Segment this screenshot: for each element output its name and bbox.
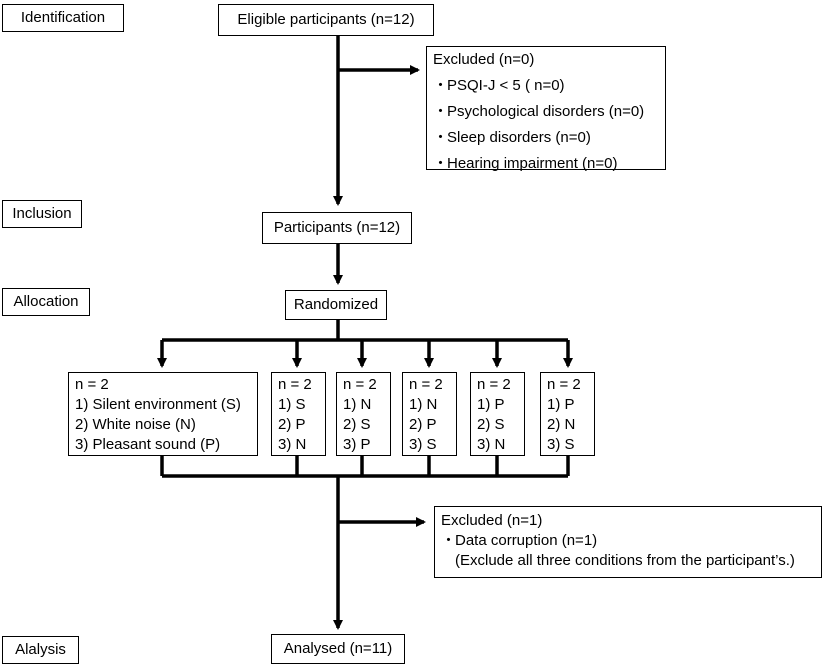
group-order-line: 2) P: [409, 416, 437, 433]
group-order-line: 2) White noise (N): [75, 416, 196, 433]
group-order-line: 3) S: [409, 436, 437, 453]
participants-box: Participants (n=12): [262, 212, 412, 244]
group-order-line: 1) N: [409, 396, 438, 413]
excluded-second-box: Excluded (n=1) ・Data corruption (n=1) (E…: [434, 506, 822, 578]
excluded-second-item-text: Data corruption (n=1): [455, 532, 598, 549]
excluded-first-item: ・Hearing impairment (n=0): [433, 151, 659, 177]
excluded-second-note: (Exclude all three conditions from the p…: [455, 552, 795, 569]
excluded-first-item: ・PSQI-J < 5 ( n=0): [433, 73, 659, 99]
group-order-line: 3) P: [343, 436, 371, 453]
group-order-line: 1) P: [547, 396, 575, 413]
stage-allocation: Allocation: [2, 288, 90, 316]
allocation-group-4: n = 2 1) N 2) P 3) S: [402, 372, 457, 456]
excluded-second-item: ・Data corruption (n=1): [441, 531, 815, 551]
group-order-line: 1) Silent environment (S): [75, 396, 241, 413]
group-n: n = 2: [75, 376, 109, 393]
analysed-label: Analysed (n=11): [283, 640, 393, 657]
bullet-icon: ・: [433, 129, 449, 146]
group-n: n = 2: [343, 376, 377, 393]
stage-analysis: Alalysis: [2, 636, 79, 664]
group-order-line: 2) N: [547, 416, 576, 433]
group-order-line: 3) S: [547, 436, 575, 453]
stage-allocation-label: Allocation: [13, 293, 79, 310]
allocation-group-5: n = 2 1) P 2) S 3) N: [470, 372, 525, 456]
excluded-first-item: ・Sleep disorders (n=0): [433, 125, 659, 151]
group-order-line: 3) Pleasant sound (P): [75, 436, 221, 453]
group-n: n = 2: [409, 376, 443, 393]
eligible-participants-label: Eligible participants (n=12): [237, 11, 415, 28]
participants-label: Participants (n=12): [273, 219, 401, 236]
group-order-line: 2) S: [343, 416, 371, 433]
group-order-line: 1) N: [343, 396, 372, 413]
group-order-line: 2) S: [477, 416, 505, 433]
excluded-first-box: Excluded (n=0) ・PSQI-J < 5 ( n=0) ・Psych…: [426, 46, 666, 172]
allocation-group-2: n = 2 1) S 2) P 3) N: [271, 372, 326, 456]
group-order-line: 2) P: [278, 416, 306, 433]
excluded-first-item-text: Sleep disorders (n=0): [447, 129, 591, 146]
excluded-first-item-text: Hearing impairment (n=0): [447, 155, 618, 172]
group-n: n = 2: [278, 376, 312, 393]
excluded-first-title: Excluded (n=0): [433, 51, 535, 68]
bullet-icon: ・: [433, 155, 449, 172]
group-order-line: 1) P: [477, 396, 505, 413]
group-n: n = 2: [477, 376, 511, 393]
group-order-line: 1) S: [278, 396, 306, 413]
bullet-icon: ・: [441, 532, 457, 549]
excluded-first-item-text: PSQI-J < 5 ( n=0): [447, 77, 565, 94]
randomized-box: Randomized: [285, 290, 387, 320]
stage-inclusion-label: Inclusion: [12, 205, 72, 222]
group-order-line: 3) N: [278, 436, 307, 453]
excluded-first-item-text: Psychological disorders (n=0): [447, 103, 645, 120]
bullet-icon: ・: [433, 103, 449, 120]
excluded-second-title: Excluded (n=1): [441, 512, 543, 529]
eligible-participants-box: Eligible participants (n=12): [218, 4, 434, 36]
randomized-label: Randomized: [293, 296, 379, 313]
stage-identification: Identification: [2, 4, 124, 32]
group-n: n = 2: [547, 376, 581, 393]
stage-inclusion: Inclusion: [2, 200, 82, 228]
group-order-line: 3) N: [477, 436, 506, 453]
excluded-first-item: ・Psychological disorders (n=0): [433, 99, 659, 125]
allocation-group-3: n = 2 1) N 2) S 3) P: [336, 372, 391, 456]
allocation-group-6: n = 2 1) P 2) N 3) S: [540, 372, 595, 456]
analysed-box: Analysed (n=11): [271, 634, 405, 664]
allocation-group-1: n = 2 1) Silent environment (S) 2) White…: [68, 372, 258, 456]
bullet-icon: ・: [433, 77, 449, 94]
stage-identification-label: Identification: [20, 9, 106, 26]
stage-analysis-label: Alalysis: [15, 641, 66, 658]
